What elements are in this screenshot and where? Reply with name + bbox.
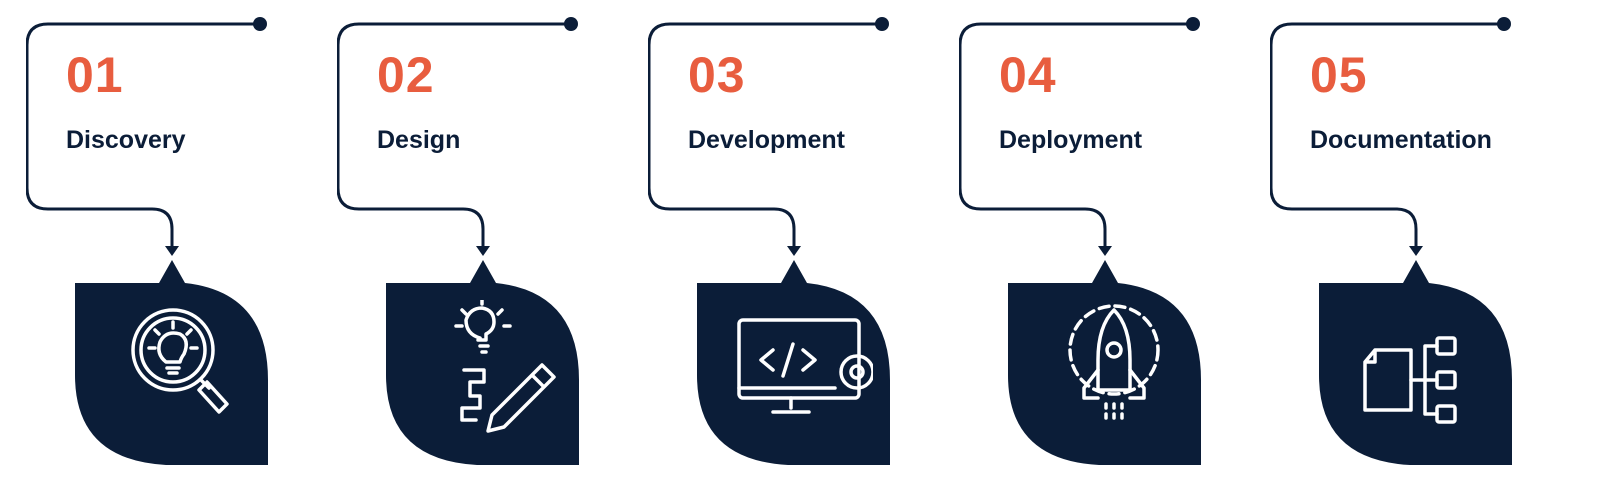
step-number: 04 [999,47,1057,103]
step-01: 01 Discovery [26,0,337,500]
arrow-head-icon [165,246,179,256]
magnifier-lightbulb-icon [131,308,229,414]
rocket-gear-icon [1068,304,1160,420]
step-connector [337,17,579,465]
connector-dot [875,17,889,31]
step-03: 03 Development [648,0,959,500]
step-badge-shape [1008,260,1201,465]
monitor-code-gear-icon [737,318,873,414]
step-title: Discovery [66,126,186,154]
step-title: Deployment [999,126,1143,154]
step-04: 04 Deployment [959,0,1270,500]
connector-dot [564,17,578,31]
connector-dot [1497,17,1511,31]
step-connector [1270,17,1512,465]
step-number: 02 [377,47,435,103]
step-02: 02 Design [337,0,648,500]
arrow-head-icon [787,246,801,256]
step-connector [959,17,1201,465]
step-badge-shape [697,260,890,465]
step-number: 05 [1310,47,1368,103]
step-badge-shape [1319,260,1512,465]
arrow-head-icon [1098,246,1112,256]
arrow-head-icon [1409,246,1423,256]
document-hierarchy-icon [1363,336,1457,424]
step-connector [648,17,890,465]
step-title: Design [377,126,461,154]
connector-dot [253,17,267,31]
step-badge-shape [386,260,579,465]
lightbulb-pencil-icon [454,300,556,433]
connector-dot [1186,17,1200,31]
step-title: Documentation [1310,126,1492,154]
step-number: 01 [66,47,124,103]
arrow-head-icon [476,246,490,256]
step-05: 05 Documentation [1270,0,1581,500]
step-number: 03 [688,47,746,103]
step-title: Development [688,126,845,154]
